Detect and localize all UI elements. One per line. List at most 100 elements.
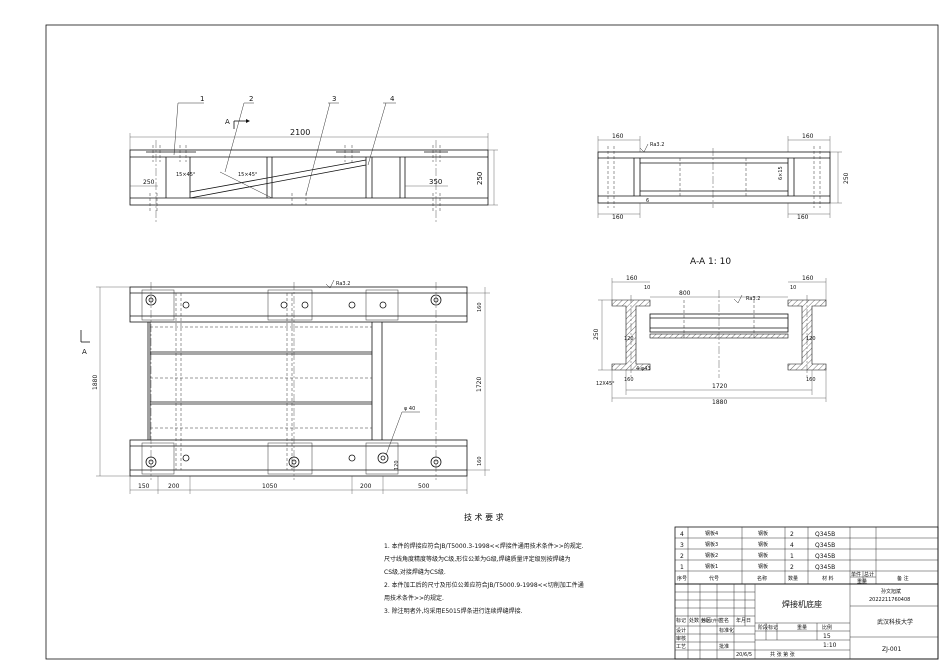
plan-section-marker: A bbox=[82, 348, 87, 356]
tb-label-zone: 分区 bbox=[701, 617, 711, 624]
bom-header-weight: 重量 bbox=[857, 578, 867, 585]
sec-dim-inner-span: 1720 bbox=[712, 383, 727, 390]
bom-header-weight-total: 总计 bbox=[864, 571, 874, 578]
tech-line-3: CS级,对接焊缝为CS级. bbox=[384, 568, 446, 576]
tech-requirements: 技 术 要 求 1. 本件的焊接应符合JB/T5000.3-1998<<焊接件通… bbox=[384, 512, 584, 615]
tb-label-stage-mark: 阶段标记 bbox=[758, 624, 778, 631]
bom-row-2-material: Q345B bbox=[815, 542, 835, 549]
side-weld-left: 6 bbox=[646, 198, 649, 204]
weld-note-1: 15×45° bbox=[176, 172, 196, 178]
plan-dim-end-bottom: 160 bbox=[477, 456, 483, 466]
tech-line-4: 2. 本件加工后的尺寸及形位公差应符合JB/T5000.9-1998<<切削加工… bbox=[384, 581, 584, 589]
tb-label-change-doc: 更改文件号 bbox=[701, 617, 721, 623]
bom-row-3-code: 钢板2 bbox=[705, 552, 718, 559]
tb-label-approve: 批准 bbox=[719, 643, 729, 650]
tb-label-craft: 工艺 bbox=[676, 644, 686, 650]
sec-dim-inner-right: 120 bbox=[806, 336, 816, 342]
plan-roughness: Ra3.2 bbox=[336, 281, 350, 287]
bom-row-4-qty: 2 bbox=[790, 564, 794, 571]
bom-row-3-qty: 1 bbox=[790, 553, 794, 560]
sec-dim-lower-right: 160 bbox=[806, 377, 816, 383]
side-dim-bottom-right: 160 bbox=[797, 214, 809, 221]
bom-header-weight-single: 单件 bbox=[851, 571, 861, 578]
title-block: 标记 处数 分区 更改文件号 签名 年月日 设计 标准化 审核 工艺 批准 20… bbox=[674, 583, 939, 660]
bom-row-2-no: 3 bbox=[680, 542, 684, 549]
bom-header-no: 序号 bbox=[677, 575, 687, 582]
bom-header-material: 材 料 bbox=[822, 575, 834, 582]
bom-row-4-code: 钢板1 bbox=[705, 563, 718, 570]
plan-hole-note: φ 40 bbox=[404, 406, 415, 412]
tech-line-2: 尺寸线角度精度等级为C级,形位公差为G级,焊缝质量评定级别按焊缝为 bbox=[384, 555, 571, 563]
balloon-2: 2 bbox=[249, 95, 253, 103]
side-view: 160 160 Ra3.2 6 6×15 250 160 bbox=[597, 133, 850, 221]
tech-line-1: 1. 本件的焊接应符合JB/T5000.3-1998<<焊接件通用技术条件>>的… bbox=[384, 542, 584, 550]
side-weld-right: 6×15 bbox=[778, 166, 784, 180]
section-title: A-A 1: 10 bbox=[690, 257, 731, 267]
plan-dim-bottom-1: 150 bbox=[138, 483, 150, 490]
bom-table: 4 钢板4 钢板 2 Q345B 3 钢板3 钢板 4 Q345B 2 钢板2 … bbox=[674, 526, 939, 585]
plan-dim-total-width: 1880 bbox=[92, 375, 99, 390]
side-dim-height: 250 bbox=[843, 172, 850, 184]
sec-dim-total: 1880 bbox=[712, 399, 727, 406]
bom-row-4-name: 钢板 bbox=[758, 563, 768, 570]
section-marker-a: A bbox=[225, 118, 230, 126]
front-view: 1 2 3 4 A 2100 bbox=[129, 95, 498, 222]
plan-view: Ra3.2 A bbox=[80, 279, 490, 494]
tb-label-design-role: 设计 bbox=[676, 627, 686, 634]
weld-note-2: 15×45° bbox=[238, 172, 258, 178]
dim-total-length: 2100 bbox=[290, 128, 310, 137]
tb-label-count: 处数 bbox=[689, 617, 699, 624]
bom-row-1-name: 钢板 bbox=[758, 530, 768, 537]
tb-author-name: 孙文旭斌 bbox=[881, 588, 901, 595]
plan-dim-bottom-5: 500 bbox=[418, 483, 430, 490]
plan-dim-bottom-3: 1050 bbox=[262, 483, 277, 490]
sec-dim-span-top: 800 bbox=[679, 290, 691, 297]
bom-header-qty: 数量 bbox=[788, 575, 798, 582]
tb-label-date: 年月日 bbox=[736, 617, 751, 624]
bom-header-name: 名称 bbox=[757, 575, 767, 582]
bom-row-3-material: Q345B bbox=[815, 553, 835, 560]
tech-line-5: 用技术条件>>的规定. bbox=[384, 594, 444, 602]
tb-label-scale: 比例 bbox=[822, 624, 832, 631]
balloon-3: 3 bbox=[332, 95, 336, 103]
sec-dim-height: 250 bbox=[593, 328, 600, 340]
tech-heading: 技 术 要 求 bbox=[464, 512, 504, 522]
bom-row-1-material: Q345B bbox=[815, 531, 835, 538]
tb-date: 20/6/5 bbox=[736, 652, 752, 658]
sec-dim-small-right: 10 bbox=[790, 285, 796, 291]
tb-label-sheets: 共 张 第 张 bbox=[770, 651, 795, 658]
side-dim-top-left: 160 bbox=[612, 133, 624, 140]
tb-scale: 1:10 bbox=[823, 642, 837, 649]
sec-roughness: Ra3.2 bbox=[746, 296, 760, 302]
bom-row-4-no: 1 bbox=[680, 564, 684, 571]
bom-row-4-material: Q345B bbox=[815, 564, 835, 571]
side-dim-top-right: 160 bbox=[802, 133, 814, 140]
tb-label-weight: 重量 bbox=[797, 624, 807, 631]
sec-hole-note: 4-φ43 bbox=[636, 366, 651, 372]
plan-dim-hole-offset: 120 bbox=[394, 460, 400, 470]
bom-row-1-code: 钢板4 bbox=[705, 530, 718, 537]
bom-row-1-no: 4 bbox=[680, 531, 684, 538]
plan-dim-bottom-4: 200 bbox=[360, 483, 372, 490]
tb-drawing-no: ZJ-001 bbox=[882, 646, 901, 653]
dim-right-offset: 350 bbox=[429, 178, 442, 186]
sec-dim-lower-left: 160 bbox=[624, 377, 634, 383]
section-view: A-A 1: 10 160 160 10 10 800 Ra3.2 250 12… bbox=[593, 257, 827, 406]
tb-university: 武汉科技大学 bbox=[877, 618, 913, 626]
sec-dim-small-left: 10 bbox=[644, 285, 650, 291]
bom-header-code: 代号 bbox=[709, 575, 719, 582]
dim-left-offset: 250 bbox=[143, 179, 155, 186]
tb-label-check: 审核 bbox=[676, 635, 686, 642]
sec-dim-top-right: 160 bbox=[802, 275, 814, 282]
tb-label-sign: 签名 bbox=[719, 617, 729, 624]
tb-drawing-name: 焊接机底座 bbox=[782, 599, 822, 609]
balloon-1: 1 bbox=[200, 95, 204, 103]
bom-row-3-name: 钢板 bbox=[758, 552, 768, 559]
sec-chamfer-note: 12X45° bbox=[596, 381, 615, 387]
side-roughness: Ra3.2 bbox=[650, 142, 664, 148]
tb-quantity: 15 bbox=[823, 633, 831, 640]
plan-dim-inner-width: 1720 bbox=[476, 377, 483, 392]
dim-front-height: 250 bbox=[476, 172, 484, 185]
drawing-frame bbox=[45, 24, 939, 660]
